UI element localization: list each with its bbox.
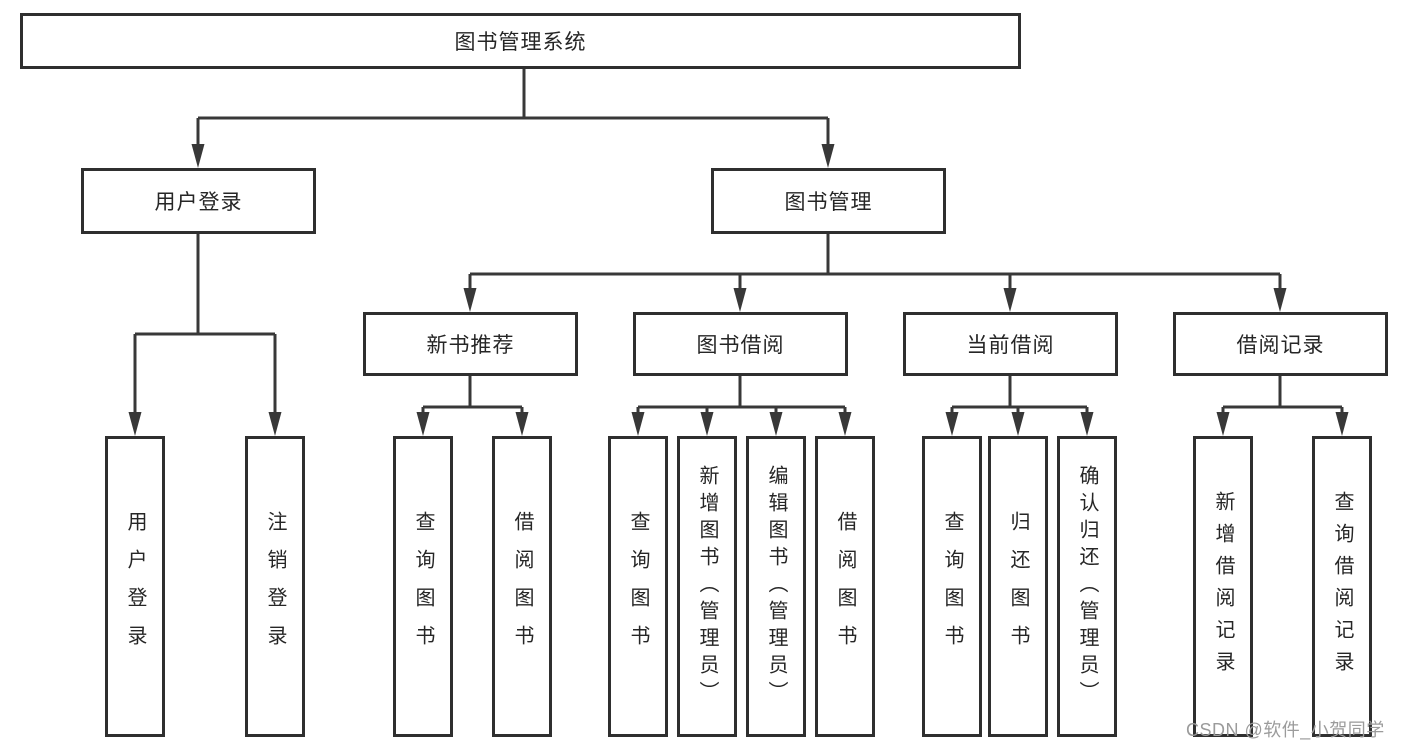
leaf-user-login: 用户登录	[105, 436, 165, 737]
node-user-login-label: 用户登录	[154, 191, 243, 214]
leaf-borrow-books-borrowing-label: 借阅图书	[834, 510, 856, 663]
leaf-query-books-current: 查询图书	[922, 436, 982, 737]
csdn-watermark: CSDN @软件_小贺同学	[1186, 720, 1385, 740]
connector-borrowing-records-to-leaves	[1216, 376, 1349, 436]
node-new-book-recommend: 新书推荐	[363, 312, 578, 376]
leaf-return-books: 归还图书	[988, 436, 1048, 737]
leaf-user-login-label: 用户登录	[124, 510, 146, 663]
leaf-query-books-current-label: 查询图书	[941, 510, 963, 663]
connector-user-login-to-leaves	[128, 234, 282, 436]
node-borrowing-records-label: 借阅记录	[1236, 334, 1325, 357]
connector-root-to-level1	[191, 66, 835, 168]
node-book-management-label: 图书管理	[784, 191, 873, 214]
leaf-borrow-books-borrowing: 借阅图书	[815, 436, 875, 737]
node-book-borrowing: 图书借阅	[633, 312, 848, 376]
leaf-query-books-borrowing: 查询图书	[608, 436, 668, 737]
connector-book-borrowing-to-leaves	[631, 376, 852, 436]
leaf-borrow-books-recommend-label: 借阅图书	[511, 510, 533, 663]
leaf-logout: 注销登录	[245, 436, 305, 737]
node-book-management: 图书管理	[711, 168, 946, 234]
leaf-add-books-admin: 新增图书（管理员）	[677, 436, 737, 737]
leaf-query-books-recommend: 查询图书	[393, 436, 453, 737]
node-current-borrowing-label: 当前借阅	[966, 334, 1055, 357]
node-borrowing-records: 借阅记录	[1173, 312, 1388, 376]
leaf-add-borrow-record: 新增借阅记录	[1193, 436, 1253, 737]
leaf-logout-label: 注销登录	[264, 510, 286, 663]
leaf-return-books-label: 归还图书	[1007, 510, 1029, 663]
leaf-add-borrow-record-label: 新增借阅记录	[1212, 490, 1234, 683]
connector-current-borrowing-to-leaves	[945, 376, 1094, 436]
leaf-query-borrow-record-label: 查询借阅记录	[1331, 490, 1353, 683]
connector-book-management-to-level2	[463, 234, 1287, 312]
leaf-query-books-recommend-label: 查询图书	[412, 510, 434, 663]
leaf-confirm-return-admin: 确认归还（管理员）	[1057, 436, 1117, 737]
node-new-book-recommend-label: 新书推荐	[426, 334, 515, 357]
leaf-query-books-borrowing-label: 查询图书	[627, 510, 649, 663]
node-book-borrowing-label: 图书借阅	[696, 334, 785, 357]
node-library-management-system: 图书管理系统	[20, 13, 1021, 69]
leaf-query-borrow-record: 查询借阅记录	[1312, 436, 1372, 737]
leaf-borrow-books-recommend: 借阅图书	[492, 436, 552, 737]
leaf-edit-books-admin: 编辑图书（管理员）	[746, 436, 806, 737]
node-current-borrowing: 当前借阅	[903, 312, 1118, 376]
node-user-login: 用户登录	[81, 168, 316, 234]
leaf-confirm-return-admin-label: 确认归还（管理员）	[1076, 465, 1098, 708]
node-library-management-system-label: 图书管理系统	[454, 31, 587, 54]
leaf-edit-books-admin-label: 编辑图书（管理员）	[765, 465, 787, 708]
leaf-add-books-admin-label: 新增图书（管理员）	[696, 465, 718, 708]
connector-new-book-recommend-to-leaves	[416, 376, 529, 436]
